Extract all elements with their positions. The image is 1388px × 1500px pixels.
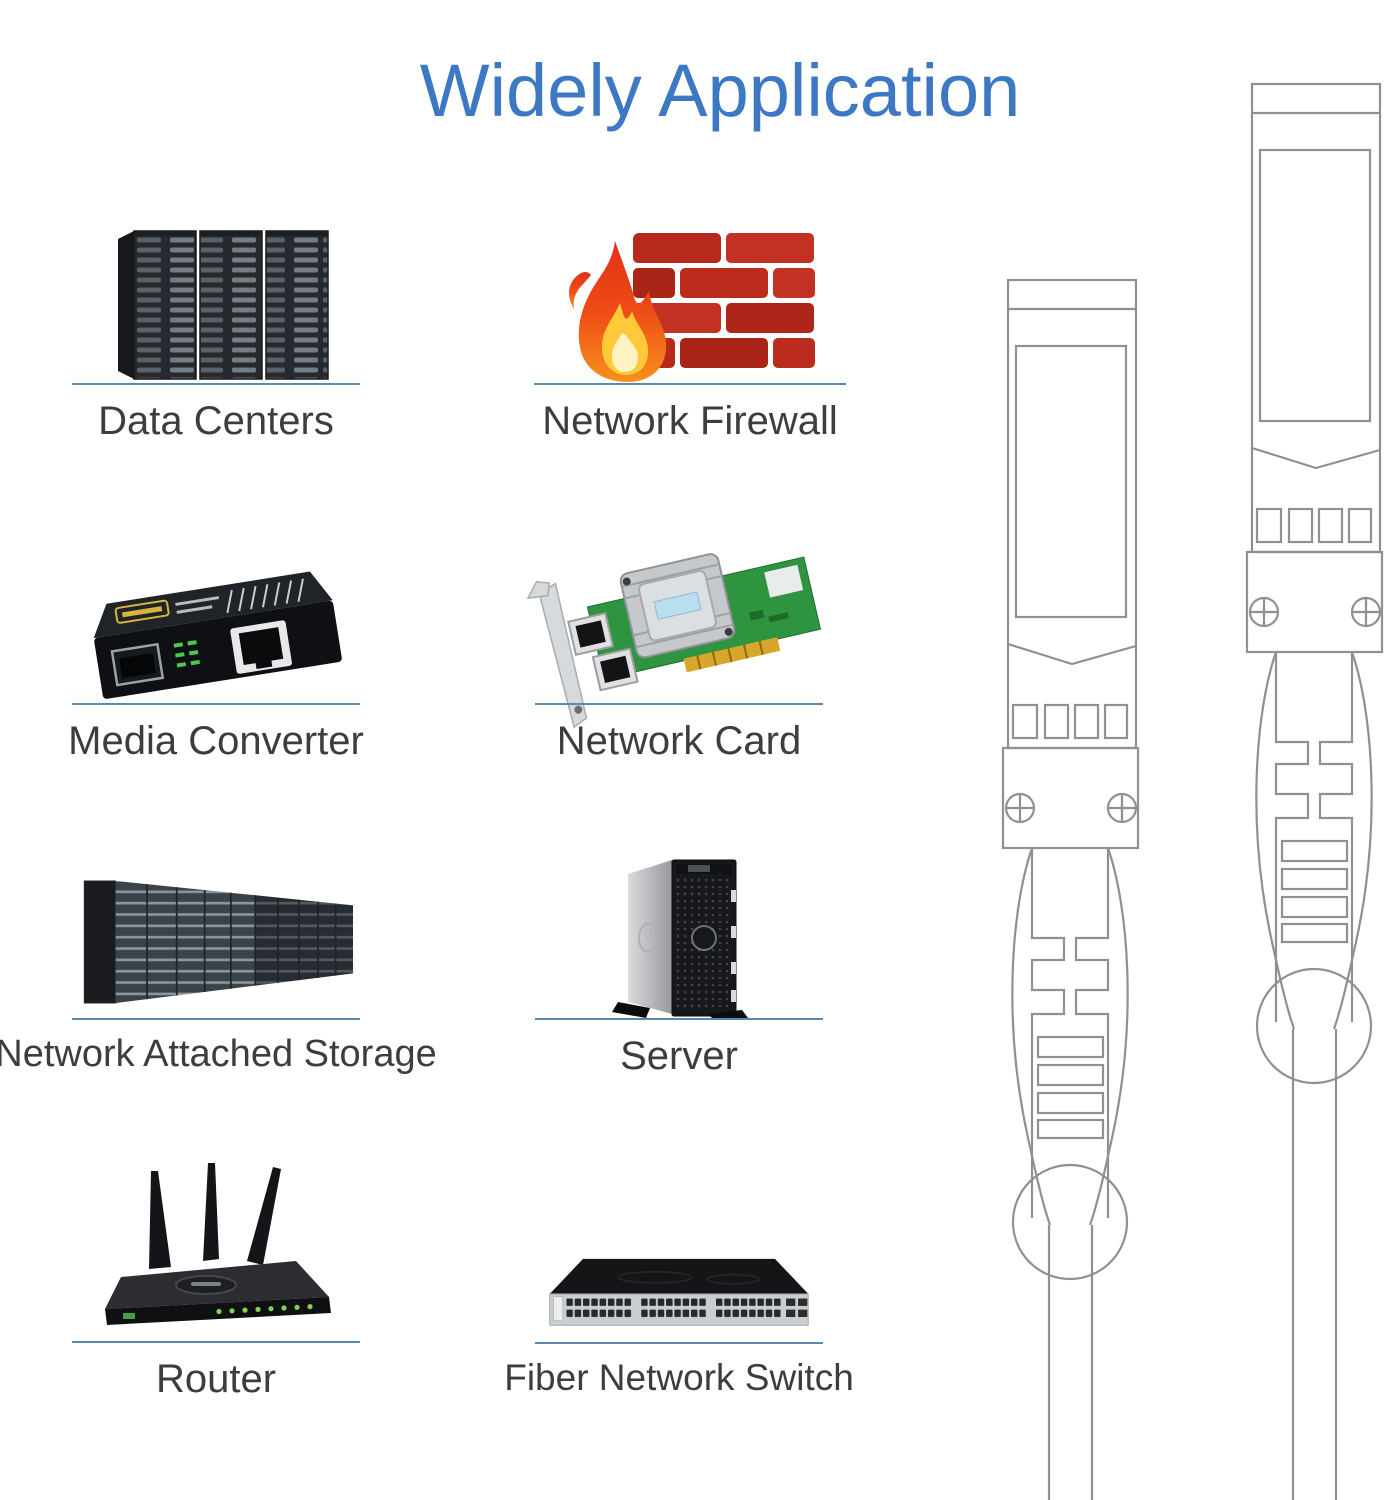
network-firewall-icon xyxy=(534,215,846,383)
sfp-dac-connector-diagram xyxy=(990,70,1388,1500)
app-item-server: Server xyxy=(535,850,823,1078)
app-item-network-firewall: Network Firewall xyxy=(534,215,846,443)
app-label: Network Card xyxy=(556,719,802,763)
app-label: Network Firewall xyxy=(542,399,838,443)
divider-line xyxy=(72,1018,360,1020)
network-card-icon xyxy=(526,535,823,729)
app-item-data-centers: Data Centers xyxy=(72,215,360,443)
app-item-media-converter: Media Converter xyxy=(68,535,364,763)
app-item-network-attached-storage: Network Attached Storage xyxy=(0,850,437,1076)
app-label: Router xyxy=(155,1357,277,1401)
data-centers-icon xyxy=(72,215,360,383)
app-item-fiber-network-switch: Fiber Network Switch xyxy=(504,1174,854,1399)
fiber-network-switch-icon xyxy=(535,1174,823,1342)
sfp-connector-right xyxy=(1245,82,1384,1500)
nas-icon xyxy=(72,850,360,1018)
app-label: Data Centers xyxy=(98,399,334,443)
divider-line xyxy=(534,383,846,385)
divider-line xyxy=(72,383,360,385)
media-converter-icon xyxy=(72,535,360,703)
app-item-network-card: Network Card xyxy=(526,535,823,763)
app-label: Network Attached Storage xyxy=(0,1033,437,1075)
divider-line xyxy=(72,1341,360,1343)
app-label: Fiber Network Switch xyxy=(504,1357,854,1398)
divider-line xyxy=(535,1342,823,1344)
app-item-router: Router xyxy=(72,1163,360,1401)
divider-line xyxy=(535,1018,823,1020)
app-label: Server xyxy=(620,1034,738,1078)
divider-line xyxy=(535,703,823,705)
router-icon xyxy=(72,1163,360,1341)
divider-line xyxy=(72,703,360,705)
server-icon xyxy=(535,850,823,1018)
sfp-connector-left xyxy=(1001,278,1140,1500)
page-title: Widely Application xyxy=(419,48,1021,132)
app-label: Media Converter xyxy=(68,719,364,763)
